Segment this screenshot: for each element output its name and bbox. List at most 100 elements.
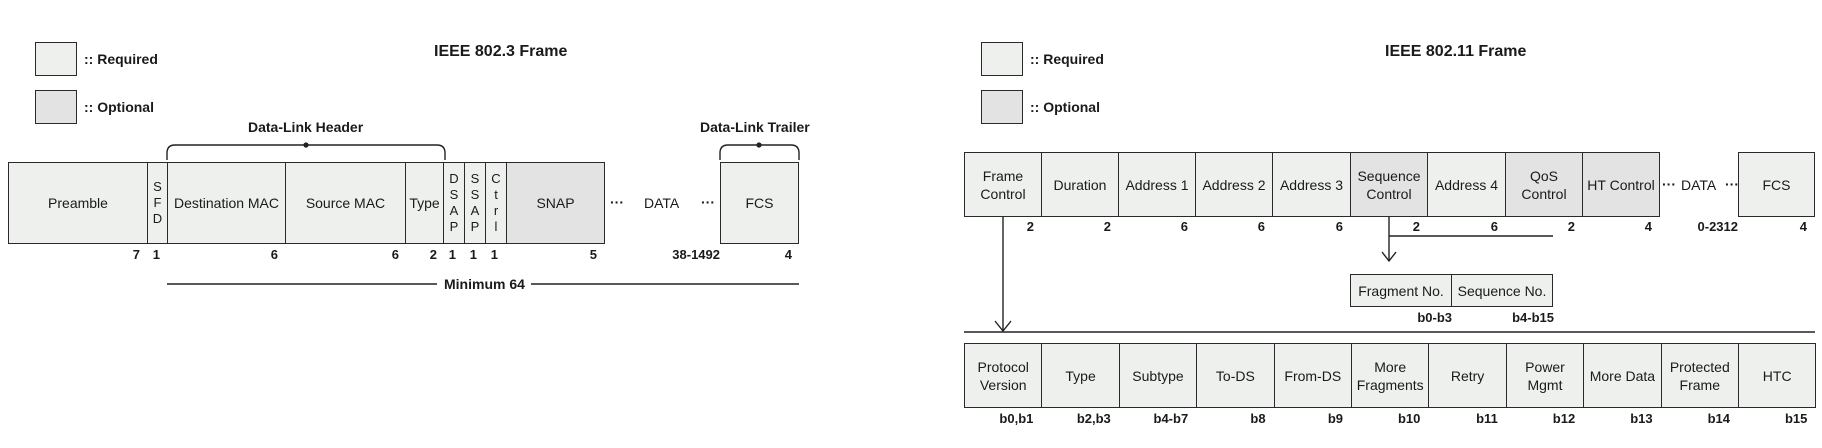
subfield-bits: b12 [1552,411,1576,426]
subfield-bits: b2,b3 [1076,411,1111,426]
ctrl-letter: l [494,219,498,234]
subfield-label: To-DS [1215,367,1255,384]
subfield-label: Protected [1669,358,1730,375]
data-link-header-label: Data-Link Header [248,119,364,135]
field-data: DATA [644,195,680,211]
ssap-letter: S [470,171,480,186]
legend-required-label: :: Required [84,51,158,67]
legend-optional-label: :: Optional [84,99,154,115]
subfield-frame-control: HTC [1738,343,1817,408]
subfield-bits: b8 [1250,411,1266,426]
bits-fragment-no: b0-b3 [1417,310,1452,325]
subfield-label: More Data [1589,367,1656,384]
bits-sequence-no: b4-b15 [1512,310,1554,325]
ieee-80211-title: IEEE 802.11 Frame [1385,43,1527,60]
field-address-2: Address 2 [1195,152,1273,217]
size-frame-control: 2 [1026,219,1034,234]
subfield-label: More [1374,358,1407,375]
field-preamble: Preamble [8,162,148,244]
field-data-80211: DATA [1681,177,1717,193]
size-fcs-80211: 4 [1799,219,1807,234]
subfield-label: Frame [1679,376,1720,393]
subfield-frame-control: More Data [1583,343,1662,408]
ellipsis-2: ··· [701,194,715,210]
field-type: Type [405,162,444,244]
size-fcs: 4 [784,247,792,262]
subfield-label: Retry [1450,367,1485,384]
subfield-label: Power [1525,358,1565,375]
ctrl-letter: r [493,203,499,218]
dsap-letter: P [449,219,459,234]
field-snap: SNAP [506,162,605,244]
legend-required-swatch-2 [981,42,1023,76]
subfield-label: Version [979,376,1027,393]
subfield-label: Fragments [1356,376,1424,393]
size-ctrl: 1 [490,247,498,262]
size-address-4: 6 [1490,219,1498,234]
size-data-80211: 0-2312 [1697,219,1738,234]
dsap-letter: S [449,187,459,202]
field-fcs-80211: FCS [1738,152,1815,217]
dsap-letter: A [449,203,459,218]
ctrl-letter: t [494,187,498,202]
size-snap: 5 [589,247,597,262]
ctrl-letter: C [491,171,501,186]
subfield-bits: b13 [1630,411,1653,426]
size-sfd: 1 [152,247,160,262]
subfield-label: Type [1065,367,1096,384]
ieee-8023-title: IEEE 802.3 Frame [434,43,568,60]
subfield-bits: b0,b1 [999,411,1034,426]
subfield-frame-control: Type [1041,343,1120,408]
size-address-3: 6 [1335,219,1343,234]
legend-optional-swatch [35,90,77,124]
size-ssap: 1 [469,247,477,262]
size-ht-control: 4 [1644,219,1652,234]
subfield-bits: b4-b7 [1153,411,1189,426]
field-fcs: FCS [720,162,799,244]
field-address-3: Address 3 [1272,152,1351,217]
legend-required-swatch [35,42,77,76]
size-src-mac: 6 [391,247,399,262]
ellipsis-1: ··· [610,194,624,210]
size-data: 38-1492 [672,247,720,262]
subfield-bits: b14 [1707,411,1730,426]
subfield-label: From-DS [1284,367,1342,384]
size-sequence-control: 2 [1412,219,1420,234]
subfield-frame-control: Retry [1428,343,1507,408]
field-address-1: Address 1 [1118,152,1196,217]
sfd-letter: D [152,211,163,226]
subfield-frame-control: Subtype [1118,343,1198,408]
size-qos-control: 2 [1567,219,1575,234]
ssap-letter: A [470,203,480,218]
minimum-size-label: Minimum 64 [440,276,529,292]
size-dsap: 1 [448,247,456,262]
subfield-bits: b10 [1397,411,1421,426]
field-duration: Duration [1041,152,1119,217]
subfield-label: Protocol [977,358,1029,375]
subfield-label: Mgmt [1527,376,1563,393]
field-sequence-no: Sequence No. [1451,274,1553,307]
size-address-1: 6 [1180,219,1188,234]
field-ht-control: HT Control [1582,152,1660,217]
legend-optional-swatch-2 [981,90,1023,124]
ellipsis-4: ··· [1725,176,1739,192]
size-dest-mac: 6 [270,247,278,262]
subfield-bits: b15 [1784,411,1808,426]
subfield-frame-control: From-DS [1273,343,1352,408]
subfield-label: HTC [1762,367,1792,384]
field-source-mac: Source MAC [285,162,406,244]
legend-required-label-2: :: Required [1030,51,1104,67]
subfield-bits: b9 [1327,411,1343,426]
dsap-letter: D [449,171,459,186]
legend-optional-label-2: :: Optional [1030,99,1100,115]
subfield-bits: b11 [1476,411,1498,426]
size-address-2: 6 [1257,219,1265,234]
size-preamble: 7 [132,247,140,262]
sfd-letter: F [153,195,162,210]
size-duration: 2 [1103,219,1111,234]
